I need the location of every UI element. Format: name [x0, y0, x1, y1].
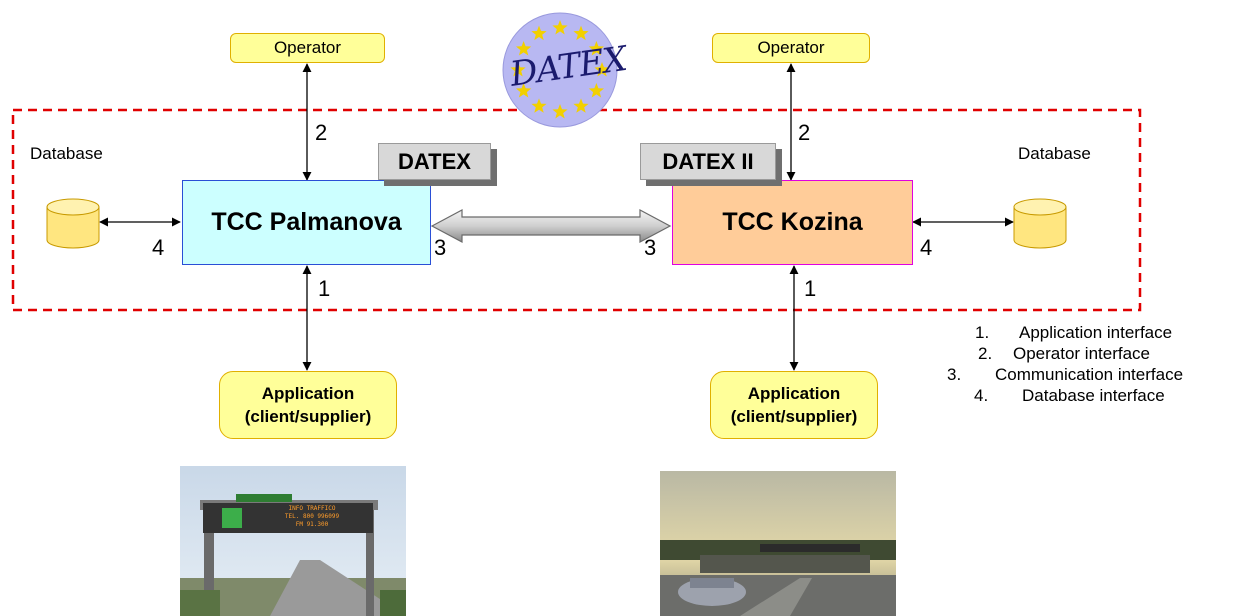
eu-star-icon [531, 25, 547, 41]
datex-logo [502, 12, 618, 128]
right-operator-label: Operator [757, 38, 825, 57]
eu-star-icon [588, 41, 604, 56]
tcc-kozina-label: TCC Kozina [722, 208, 863, 236]
left-application-line-1: Application [261, 384, 355, 403]
left-comm-interface-number: 3 [434, 235, 447, 260]
legend-item: 1. Application interface [975, 323, 1172, 343]
datex-ii-protocol-text: DATEX II [662, 148, 754, 174]
datex-protocol-label: DATEX [378, 143, 491, 180]
eu-star-icon [516, 83, 532, 98]
tcc-kozina-box: TCC Kozina [672, 180, 913, 265]
right-operator-interface-number: 2 [798, 120, 811, 145]
photo-highway-sign [180, 466, 406, 616]
eu-star-icon [510, 62, 526, 77]
tcc-palmanova-box: TCC Palmanova [182, 180, 431, 265]
right-operator-box: Operator [712, 33, 870, 63]
sign-line-2: TEL. 800 996099 [284, 513, 340, 520]
communication-arrow [430, 209, 672, 243]
legend-item-number: 1. [975, 323, 990, 342]
right-application-box: Application (client/supplier) [710, 371, 878, 439]
left-application-line-2: (client/supplier) [244, 407, 372, 426]
eu-star-icon [516, 41, 532, 56]
legend-item-label: Application interface [1019, 323, 1173, 342]
left-operator-interface-number: 2 [315, 120, 328, 145]
left-operator-label: Operator [273, 38, 342, 57]
left-application-interface-number: 1 [318, 276, 331, 301]
eu-star-icon [552, 20, 568, 35]
right-comm-interface-number: 3 [644, 235, 657, 260]
datex-ii-protocol-label: DATEX II [640, 143, 776, 180]
eu-star-icon [588, 83, 604, 98]
sign-line-3: FM 91.300 [295, 521, 329, 528]
sign-line-1: INFO TRAFFICO [288, 505, 336, 512]
right-database-interface-number: 4 [920, 235, 933, 260]
legend-item-number: 4. [974, 386, 989, 405]
right-application-line-1: Application [747, 384, 841, 403]
left-database-cylinder [46, 198, 100, 249]
eu-star-icon [531, 98, 547, 113]
legend-item: 4. Database interface [974, 386, 1165, 406]
legend-item-label: Communication interface [995, 365, 1184, 384]
legend-item-number: 2. [978, 344, 993, 363]
right-application-line-2: (client/supplier) [730, 407, 858, 426]
eu-star-icon [552, 104, 568, 119]
eu-star-icon [594, 62, 610, 77]
right-database-cylinder [1013, 198, 1067, 249]
legend-item-label: Database interface [1022, 386, 1165, 405]
left-database-label: Database [30, 144, 103, 163]
right-database-label: Database [1018, 144, 1091, 163]
eu-star-icon [573, 25, 589, 41]
left-database-interface-number: 4 [152, 235, 165, 260]
tcc-palmanova-label: TCC Palmanova [211, 208, 402, 236]
photo-toll-plaza [660, 471, 896, 616]
left-application-box: Application (client/supplier) [219, 371, 397, 439]
right-application-interface-number: 1 [804, 276, 817, 301]
sign-message: INFO TRAFFICO TEL. 800 996099 FM 91.300 [262, 505, 362, 529]
eu-star-icon [573, 98, 589, 113]
legend-item: 2. Operator interface [978, 344, 1150, 364]
left-operator-box: Operator [230, 33, 385, 63]
legend-item-number: 3. [947, 365, 962, 384]
datex-protocol-text: DATEX [398, 148, 471, 174]
legend-item: 3. Communication interface [947, 365, 1183, 385]
legend-item-label: Operator interface [1013, 344, 1151, 363]
